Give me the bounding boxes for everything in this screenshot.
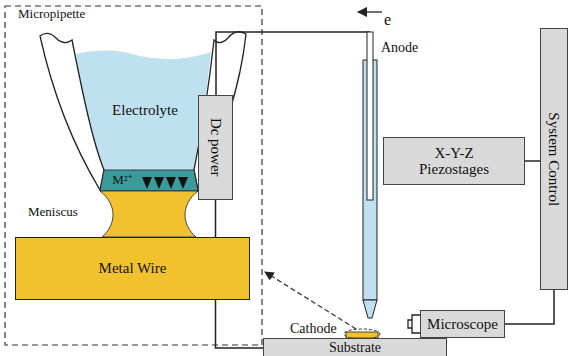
- part-label: Micropipette: [18, 7, 85, 21]
- metal-wire: Metal Wire: [15, 237, 250, 300]
- ion-triangles: [142, 177, 188, 189]
- pipette-wall: [40, 33, 104, 190]
- wire-connector: [505, 290, 554, 324]
- part-label: Anode: [381, 40, 418, 55]
- substrate-box: Substrate: [263, 338, 447, 356]
- inset-frame: [5, 6, 262, 345]
- node-text: X-Y-Z Piezostages: [404, 145, 504, 178]
- wire-connector: [525, 160, 540, 162]
- node-text: Dc power: [207, 118, 224, 177]
- pipette-tip: [363, 300, 377, 318]
- system-control-box: System Control: [540, 28, 568, 290]
- dc-power-box: Dc power: [198, 95, 233, 200]
- node-text: Microscope: [427, 316, 498, 333]
- anode-wire: [216, 32, 370, 95]
- node-text: M²⁺: [112, 173, 131, 187]
- electron-label: e: [384, 11, 391, 29]
- electrolyte-region: Electrolyte: [90, 85, 200, 135]
- piezostage-box: X-Y-Z Piezostages: [383, 137, 525, 185]
- node-text: System Control: [546, 112, 563, 206]
- electron-arrow: [358, 11, 382, 12]
- anode-electrode: [367, 32, 373, 200]
- ion-region: [100, 170, 198, 191]
- microscope-lens: [408, 315, 420, 333]
- part-label: Cathode: [290, 321, 337, 336]
- node-text: Substrate: [329, 340, 381, 355]
- meniscus-shape: [100, 191, 198, 237]
- node-text: Electrolyte: [112, 102, 178, 119]
- zoom-arrow: [265, 272, 356, 329]
- node-text: Metal Wire: [99, 260, 167, 277]
- microscope-box: Microscope: [420, 310, 505, 338]
- part-label: Meniscus: [28, 205, 78, 219]
- ion-label-region: M²⁺: [104, 171, 140, 190]
